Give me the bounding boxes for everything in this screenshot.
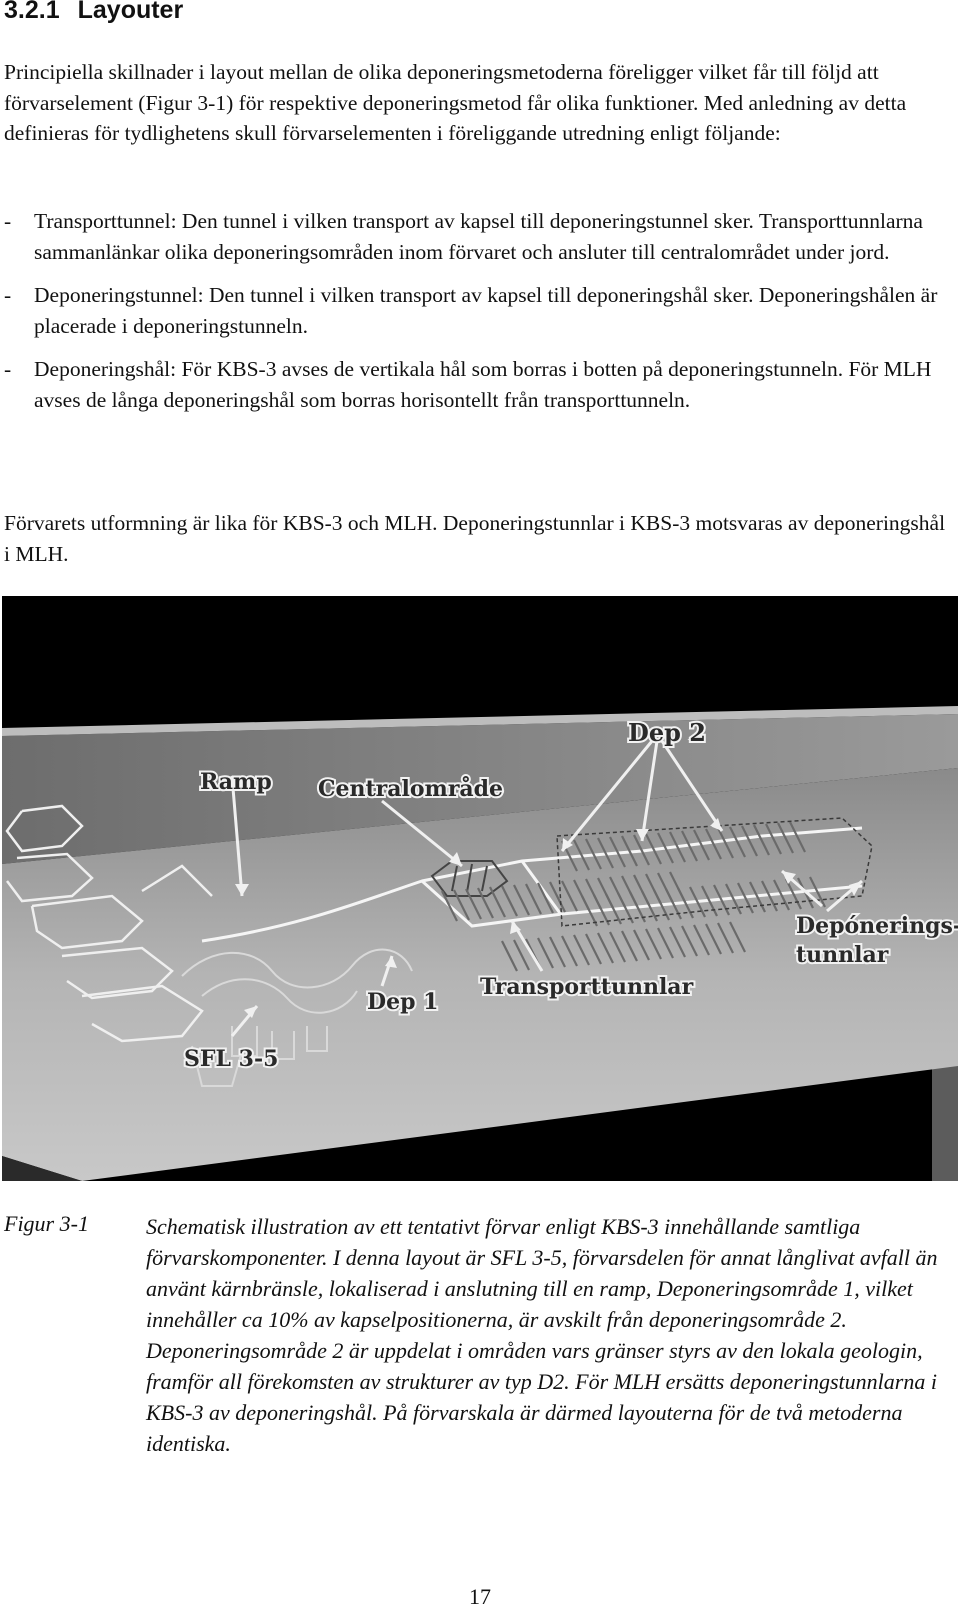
list-dash: - <box>4 209 12 233</box>
list-dash: - <box>4 357 12 381</box>
label-ramp: Ramp <box>200 769 272 795</box>
list-item: -Deponeringstunnel: Den tunnel i vilken … <box>4 280 954 341</box>
dep1-tunnels <box>181 948 413 1087</box>
floor-front-shadow <box>2 1156 82 1181</box>
section-heading: 3.2.1 Layouter <box>4 0 183 25</box>
dep2-boundary <box>556 817 873 927</box>
definition-list: -Transporttunnel: Den tunnel i vilken tr… <box>4 206 954 428</box>
list-dash: - <box>4 283 12 307</box>
list-item-text: Deponeringstunnel: Den tunnel i vilken t… <box>34 283 938 338</box>
back-wall <box>2 714 958 864</box>
list-item: -Transporttunnel: Den tunnel i vilken tr… <box>4 206 954 267</box>
figure-caption-label: Figur 3-1 <box>4 1211 89 1236</box>
intro-paragraph: Principiella skillnader i layout mellan … <box>4 60 907 145</box>
label-deposition-tunnels-line2: tunnlar <box>796 942 889 968</box>
label-deposition-tunnels-line1: Depónerings- <box>796 913 958 939</box>
label-dep1: Dep 1 <box>367 989 438 1015</box>
list-item: -Deponeringshål: För KBS-3 avses de vert… <box>4 354 954 415</box>
figure-caption-text: Schematisk illustration av ett tentativt… <box>146 1214 938 1456</box>
wall-top-edge <box>2 706 958 736</box>
ramp-tunnels <box>5 804 213 1043</box>
arrowheads <box>235 818 862 1018</box>
repository-layout-figure: Ramp Centralområde Dep 2 Depónerings- tu… <box>2 596 958 1181</box>
section-number: 3.2.1 <box>4 0 60 24</box>
list-item-text: Transporttunnel: Den tunnel i vilken tra… <box>34 209 923 264</box>
label-sfl: SFL 3-5 <box>184 1046 278 1072</box>
deposition-tunnel-array <box>440 821 827 973</box>
list-item-text: Deponeringshål: För KBS-3 avses de verti… <box>34 357 932 412</box>
summary-paragraph: Förvarets utformning är lika för KBS-3 o… <box>4 511 946 566</box>
repository-illustration: Ramp Centralområde Dep 2 Depónerings- tu… <box>2 596 958 1181</box>
label-dep2: Dep 2 <box>628 718 706 747</box>
page-number: 17 <box>469 1584 491 1609</box>
label-central-area: Centralområde <box>318 776 503 802</box>
label-transport-tunnels: Transporttunnlar <box>480 974 694 1000</box>
section-title: Layouter <box>77 0 184 24</box>
